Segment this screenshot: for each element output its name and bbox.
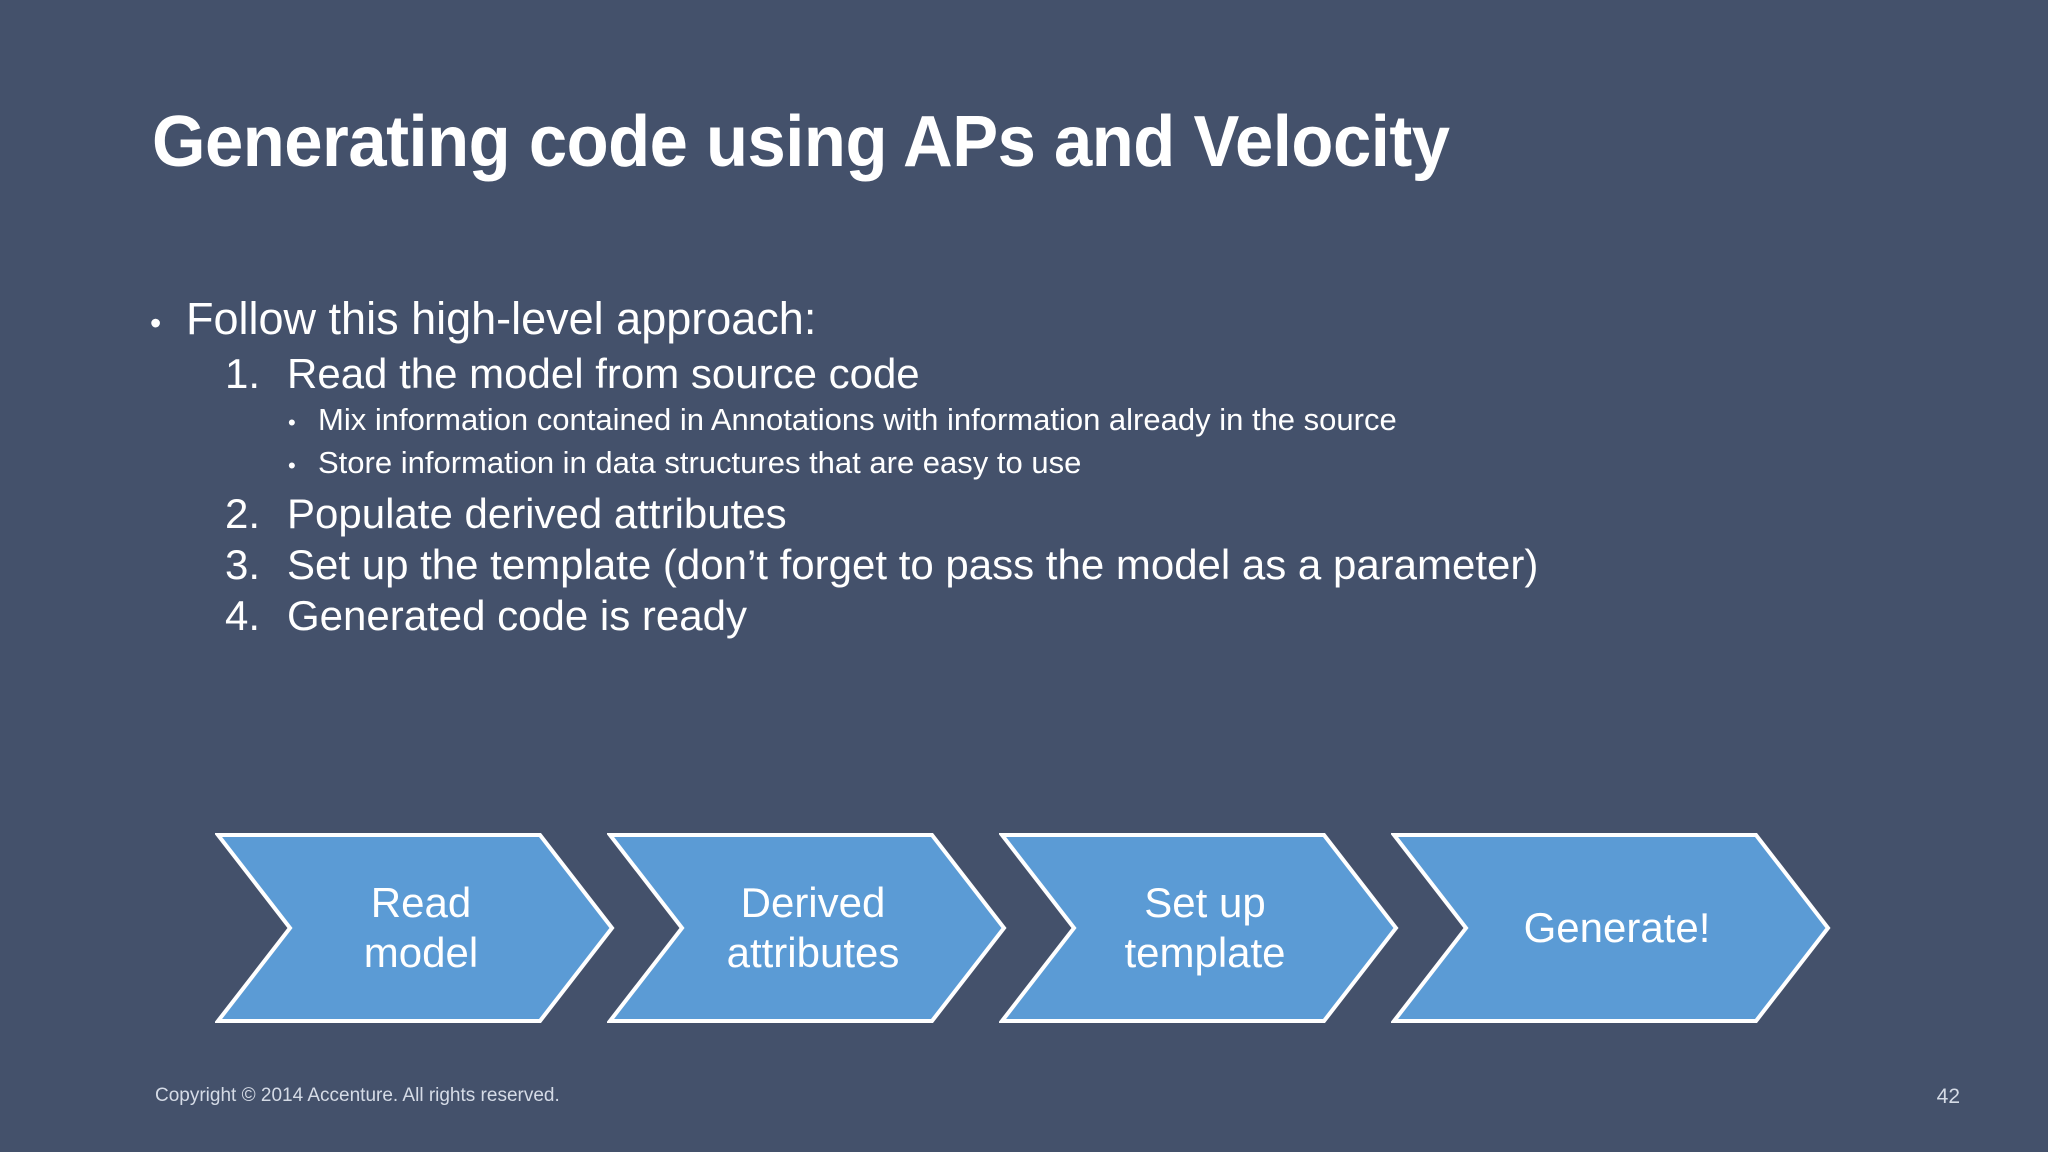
bullet-dot-icon: •	[288, 453, 296, 479]
list-item-number: 3.	[225, 540, 261, 588]
bullet-dot-icon: •	[150, 305, 162, 341]
process-flow-diagram: Read model Derived attributes Set up tem…	[215, 832, 1835, 1024]
chevron-shape-icon	[215, 833, 615, 1023]
list-item-number: 1.	[225, 350, 261, 398]
lead-bullet: • Follow this high-level approach:	[150, 293, 1950, 344]
numbered-list: 1. Read the model from source code • Mix…	[150, 350, 1950, 640]
sub-bullet-list: • Mix information contained in Annotatio…	[150, 403, 1950, 480]
chevron-shape-icon	[1391, 833, 1831, 1023]
list-item: • Mix information contained in Annotatio…	[150, 403, 1950, 438]
chevron-shape-icon	[999, 833, 1399, 1023]
lead-bullet-label: Follow this high-level approach:	[186, 293, 817, 344]
process-chevron-set-up-template[interactable]: Set up template	[999, 832, 1399, 1024]
list-item-label: Read the model from source code	[287, 350, 920, 398]
list-item: 1. Read the model from source code	[150, 350, 1950, 398]
list-item-label: Generated code is ready	[287, 592, 747, 640]
sub-bullet-label: Mix information contained in Annotations…	[318, 402, 1397, 438]
list-item: 3. Set up the template (don’t forget to …	[150, 540, 1950, 588]
list-item: 4. Generated code is ready	[150, 592, 1950, 640]
process-chevron-derived-attributes[interactable]: Derived attributes	[607, 832, 1007, 1024]
page-title: Generating code using APs and Velocity	[152, 102, 1450, 182]
list-item-number: 2.	[225, 489, 261, 537]
list-item-label: Populate derived attributes	[287, 489, 787, 537]
process-chevron-read-model[interactable]: Read model	[215, 832, 615, 1024]
footer-copyright: Copyright © 2014 Accenture. All rights r…	[155, 1085, 560, 1106]
list-item: 2. Populate derived attributes	[150, 489, 1950, 537]
bullet-dot-icon: •	[288, 410, 296, 436]
list-item: • Store information in data structures t…	[150, 445, 1950, 481]
footer-page-number: 42	[1936, 1085, 1960, 1108]
list-item-number: 4.	[225, 592, 261, 640]
chevron-shape-icon	[607, 833, 1007, 1023]
sub-bullet-label: Store information in data structures tha…	[318, 445, 1082, 481]
list-item-label: Set up the template (don’t forget to pas…	[287, 540, 1539, 588]
process-chevron-generate[interactable]: Generate!	[1391, 832, 1831, 1024]
slide-body: • Follow this high-level approach: 1. Re…	[150, 293, 1950, 644]
